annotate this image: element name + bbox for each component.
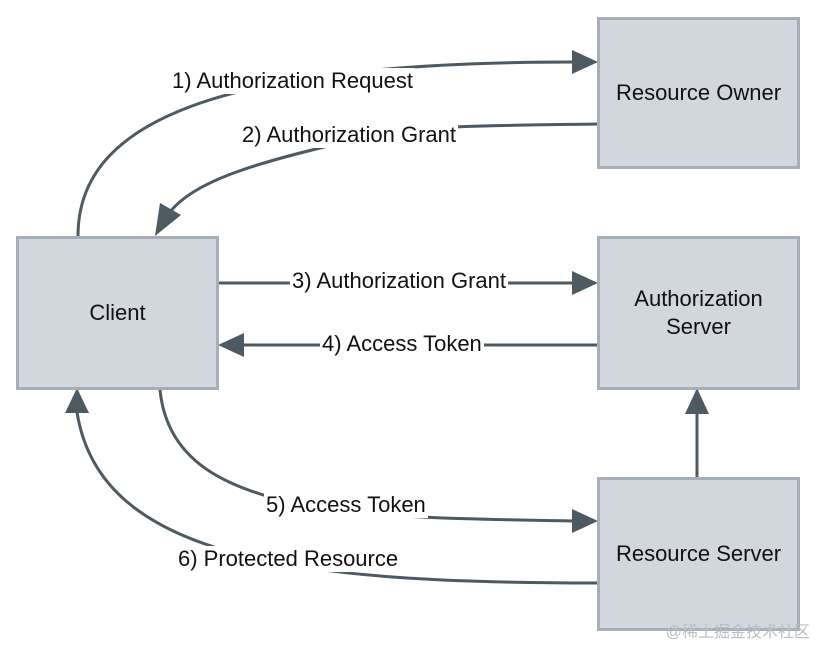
rs-to-as-arrowhead (685, 388, 709, 414)
flow-6-arrowhead (65, 388, 89, 413)
flow-5-arrowhead (572, 509, 598, 533)
resource-server-label: Resource Server (615, 541, 782, 566)
flow-1-label: 1) Authorization Request (170, 68, 415, 94)
flow-4-label: 4) Access Token (320, 331, 484, 357)
flow-2-label: 2) Authorization Grant (240, 122, 459, 148)
resource-owner-box: Resource Owner (597, 17, 800, 169)
resource-owner-label: Resource Owner (615, 80, 782, 105)
authorization-server-box: Authorization Server (597, 236, 800, 390)
resource-server-box: Resource Server (597, 477, 800, 631)
watermark: @稀土掘金技术社区 (665, 624, 810, 641)
flow-1-line (76, 60, 576, 237)
flow-1-arrowhead (572, 50, 598, 74)
flow-6-label: 6) Protected Resource (176, 546, 401, 572)
client-box: Client (16, 236, 219, 390)
flow-2-arrowhead (155, 203, 181, 236)
flow-5-label: 5) Access Token (264, 492, 428, 518)
flow-4-arrowhead (218, 333, 244, 357)
authorization-server-label-line2: Server (666, 314, 731, 339)
flow-3-label: 3) Authorization Grant (290, 268, 509, 294)
flow-3-arrowhead (572, 271, 598, 295)
authorization-server-label-line1: Authorization (634, 286, 763, 311)
client-label: Client (89, 300, 146, 325)
